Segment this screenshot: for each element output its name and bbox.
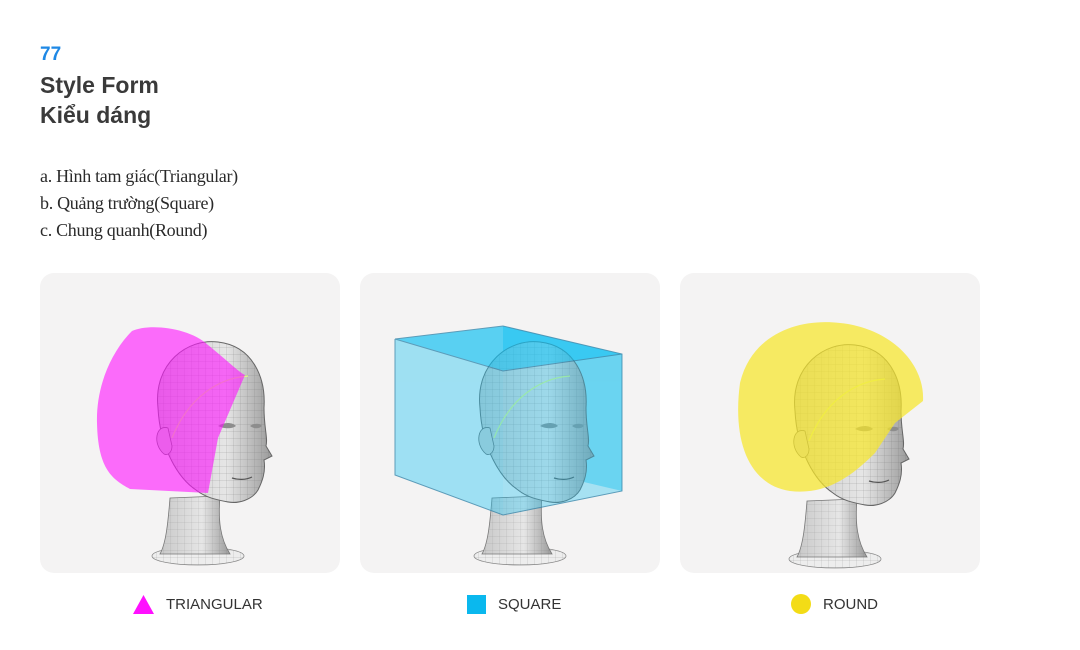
page-title-english: Style Form xyxy=(40,72,159,98)
round-label: ROUND xyxy=(791,592,878,616)
description-item-square: b. Quảng trường(Square) xyxy=(40,193,214,213)
triangular-label-text: TRIANGULAR xyxy=(166,595,263,613)
round-mannequin-illustration xyxy=(738,322,924,569)
description-item-triangular: a. Hình tam giác(Triangular) xyxy=(40,166,238,186)
page-title-vietnamese: Kiểu dáng xyxy=(40,102,152,128)
square-label-text: SQUARE xyxy=(498,595,562,613)
circle-icon xyxy=(791,594,811,614)
round-label-text: ROUND xyxy=(823,595,878,613)
round-shape-overlay xyxy=(738,322,924,492)
page-number: 77 xyxy=(40,44,62,65)
square-form-card xyxy=(360,273,660,573)
square-mannequin-illustration xyxy=(394,325,623,566)
triangle-icon xyxy=(133,594,154,614)
square-shape-overlay xyxy=(394,325,623,516)
triangular-label: TRIANGULAR xyxy=(133,592,263,616)
round-form-card xyxy=(680,273,980,573)
description-item-round: c. Chung quanh(Round) xyxy=(40,220,208,240)
square-icon xyxy=(467,594,486,614)
triangular-form-card xyxy=(40,273,340,573)
triangular-mannequin-illustration xyxy=(96,327,273,566)
square-label: SQUARE xyxy=(467,592,561,616)
triangular-shape-overlay xyxy=(96,327,245,493)
form-description-list: a. Hình tam giác(Triangular) b. Quảng tr… xyxy=(40,163,238,244)
